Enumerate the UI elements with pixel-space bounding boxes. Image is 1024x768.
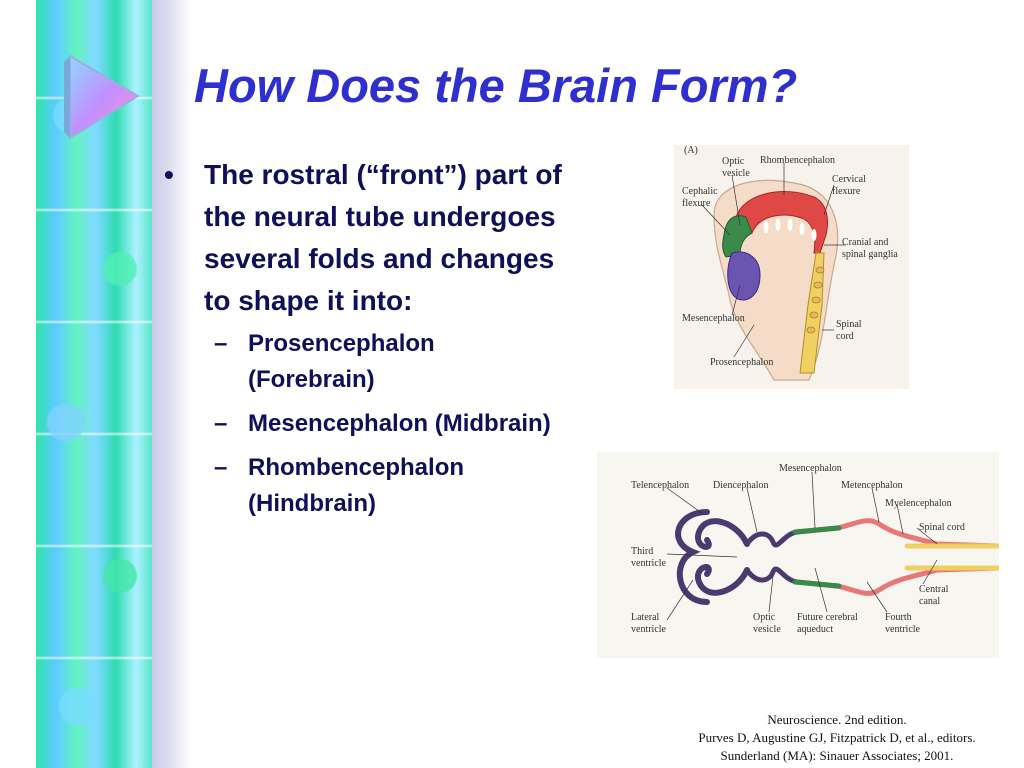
label-prosencephalon: Prosencephalon [710,357,773,368]
dash-glyph: – [214,410,228,437]
label-spinal-cord: Spinal [836,319,862,330]
bullet-glyph: • [164,159,174,190]
sub-bullet-text: Rhombencephalon (Hindbrain) [248,454,465,517]
label-spinal-cord-b: Spinal cord [919,522,965,533]
label-central-canal: Central [919,584,949,595]
label-fourth-ventricle: ventricle [885,624,921,635]
label-optic-vesicle: Optic [722,156,745,167]
decorative-tile-pattern [36,0,156,768]
sub-bullet-text: Mesencephalon (Midbrain) [248,410,551,437]
dash-glyph: – [214,330,228,357]
citation: Neuroscience. 2nd edition. Purves D, Aug… [650,711,1024,765]
citation-line: Purves D, Augustine GJ, Fitzpatrick D, e… [698,730,976,745]
label-optic-vesicle-b: vesicle [753,624,781,635]
label-cephalic-flexure: Cephalic [682,186,718,197]
label-cephalic-flexure: flexure [682,198,711,209]
embryo-brain-figure: (A) Optic vesicle Rhombencephalon Cephal… [674,145,909,389]
main-bullet-text: The rostral (“front”) part of the neural… [204,159,562,316]
label-optic-vesicle: vesicle [722,168,750,179]
slide-title: How Does the Brain Form? [194,59,798,112]
play-triangle-icon [64,54,140,140]
label-spinal-cord: cord [836,331,854,342]
label-metencephalon: Metencephalon [841,480,903,491]
label-lateral-ventricle: ventricle [631,624,667,635]
label-cranial-spinal-ganglia: Cranial and [842,237,888,248]
label-myelencephalon: Myelencephalon [885,498,952,509]
label-cervical-flexure: Cervical [832,174,866,185]
label-third-ventricle: Third [631,546,653,557]
label-mesencephalon: Mesencephalon [682,313,745,324]
label-third-ventricle: ventricle [631,558,667,569]
panel-label: (A) [684,145,698,156]
label-fourth-ventricle: Fourth [885,612,912,623]
label-mesencephalon-b: Mesencephalon [779,463,842,474]
label-lateral-ventricle: Lateral [631,612,660,623]
label-cervical-flexure: flexure [832,186,861,197]
sub-bullet: – Prosencephalon (Forebrain) [214,326,564,398]
label-future-cerebral-aqueduct: aqueduct [797,624,833,635]
label-central-canal: canal [919,596,940,607]
label-diencephalon: Diencephalon [713,480,769,491]
citation-line: Neuroscience. 2nd edition. [767,712,907,727]
citation-line: Sunderland (MA): Sinauer Associates; 200… [720,748,954,763]
dash-glyph: – [214,454,228,481]
label-rhombencephalon: Rhombencephalon [760,155,835,166]
decorative-shade-band [152,0,192,768]
neural-tube-figure: Mesencephalon Telencephalon Diencephalon… [597,452,999,658]
sub-bullet-text: Prosencephalon (Forebrain) [248,330,435,393]
sub-bullet: – Rhombencephalon (Hindbrain) [214,450,564,522]
label-future-cerebral-aqueduct: Future cerebral [797,612,858,623]
sub-bullet: – Mesencephalon (Midbrain) [214,406,564,442]
label-cranial-spinal-ganglia: spinal ganglia [842,249,898,260]
label-optic-vesicle-b: Optic [753,612,776,623]
label-telencephalon: Telencephalon [631,480,689,491]
bullet-list: • The rostral (“front”) part of the neur… [164,154,564,530]
main-bullet: • The rostral (“front”) part of the neur… [164,154,564,322]
